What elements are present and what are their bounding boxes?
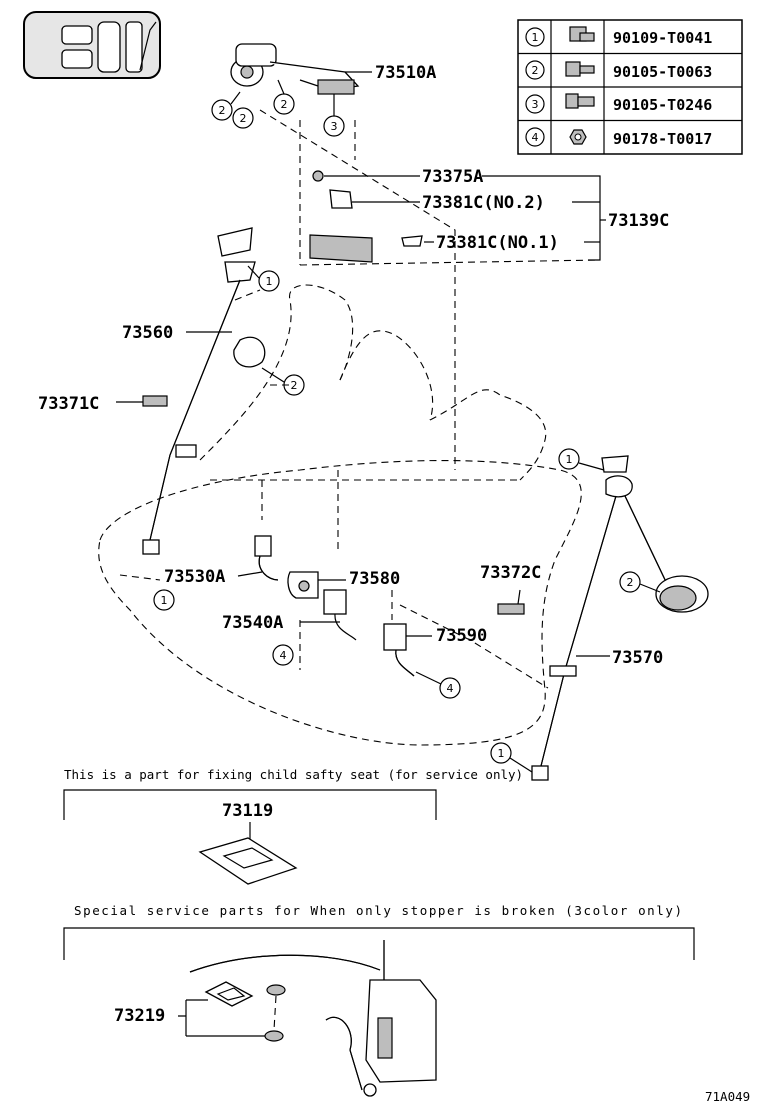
nut-icon [569, 129, 587, 145]
legend-part-1: 90109-T0041 [613, 29, 712, 47]
callout-2: 2 [240, 112, 247, 125]
legend-row-1: 1 90109-T0041 [525, 26, 712, 47]
legend-num-4: 4 [532, 131, 539, 144]
buckle-73540A [323, 589, 357, 641]
anchor-bracket-73375A [309, 170, 423, 263]
callout-4: 4 [280, 649, 287, 662]
bolt-washer-icon [565, 93, 595, 109]
legend-row-4: 4 90178-T0017 [525, 127, 712, 148]
label-73371C: 73371C [38, 394, 99, 414]
label-73540A: 73540A [222, 613, 283, 633]
label-73560: 73560 [122, 323, 173, 343]
seatbelt-73560 [142, 227, 266, 555]
belt-stopper-illustration [189, 940, 437, 1097]
legend-num-2: 2 [532, 64, 539, 77]
label-73372C: 73372C [480, 563, 541, 583]
label-73510A: 73510A [375, 63, 436, 83]
legend-part-3: 90105-T0246 [613, 96, 712, 114]
label-73570: 73570 [612, 648, 663, 668]
rear-seat-outline [98, 109, 601, 746]
callout-3: 3 [331, 120, 338, 133]
diagram-code: 71A049 [705, 1089, 750, 1104]
stopper-section: Special service parts for When only stop… [63, 903, 695, 1097]
child-seat-anchor-73119 [198, 837, 298, 885]
callout-1: 1 [266, 275, 273, 288]
label-73580: 73580 [349, 569, 400, 589]
callout-markers: 2 2 2 3 1 2 1 4 4 1 2 1 [153, 79, 661, 773]
buckle-73530A [254, 535, 279, 581]
bolt-flange-icon [569, 26, 595, 42]
stopper-parts-73219 [204, 981, 286, 1042]
retractor-73510A [230, 43, 360, 95]
vehicle-locator-icon [23, 11, 161, 79]
legend-row-2: 2 90105-T0063 [525, 60, 712, 81]
child-seat-note: This is a part for fixing child safty se… [64, 767, 523, 782]
legend-part-4: 90178-T0017 [613, 130, 712, 148]
legend-num-1: 1 [532, 31, 539, 44]
label-73219: 73219 [114, 1006, 165, 1026]
tongue-73371C [142, 395, 168, 407]
callout-2: 2 [219, 104, 226, 117]
label-73139C: 73139C [608, 211, 669, 231]
child-seat-section: This is a part for fixing child safty se… [63, 767, 523, 885]
label-73381C-no1: 73381C(NO.1) [436, 233, 559, 253]
fastener-legend-table: 1 90109-T0041 2 90105-T0063 3 90105-T024 [517, 19, 743, 155]
callout-4: 4 [447, 682, 454, 695]
callout-2: 2 [291, 379, 298, 392]
callout-1: 1 [498, 747, 505, 760]
callout-2: 2 [281, 98, 288, 111]
label-73375A: 73375A [422, 167, 483, 187]
buckle-73580 [287, 571, 319, 599]
label-73590: 73590 [436, 626, 487, 646]
callout-1: 1 [161, 594, 168, 607]
label-73530A: 73530A [164, 567, 225, 587]
callout-2: 2 [627, 576, 634, 589]
legend-row-3: 3 90105-T0246 [525, 93, 712, 114]
callout-1: 1 [566, 453, 573, 466]
part-labels: 73510A 73375A 73381C(NO.2) 73381C(NO.1) … [38, 63, 669, 668]
bolt-icon [565, 61, 595, 77]
tongue-73372C [497, 603, 525, 615]
seatbelt-73570 [531, 455, 709, 781]
legend-num-3: 3 [532, 98, 539, 111]
legend-part-2: 90105-T0063 [613, 63, 712, 81]
stopper-note: Special service parts for When only stop… [74, 903, 682, 918]
label-73119: 73119 [222, 801, 273, 821]
buckle-73590 [383, 623, 415, 677]
label-73381C-no2: 73381C(NO.2) [422, 193, 545, 213]
